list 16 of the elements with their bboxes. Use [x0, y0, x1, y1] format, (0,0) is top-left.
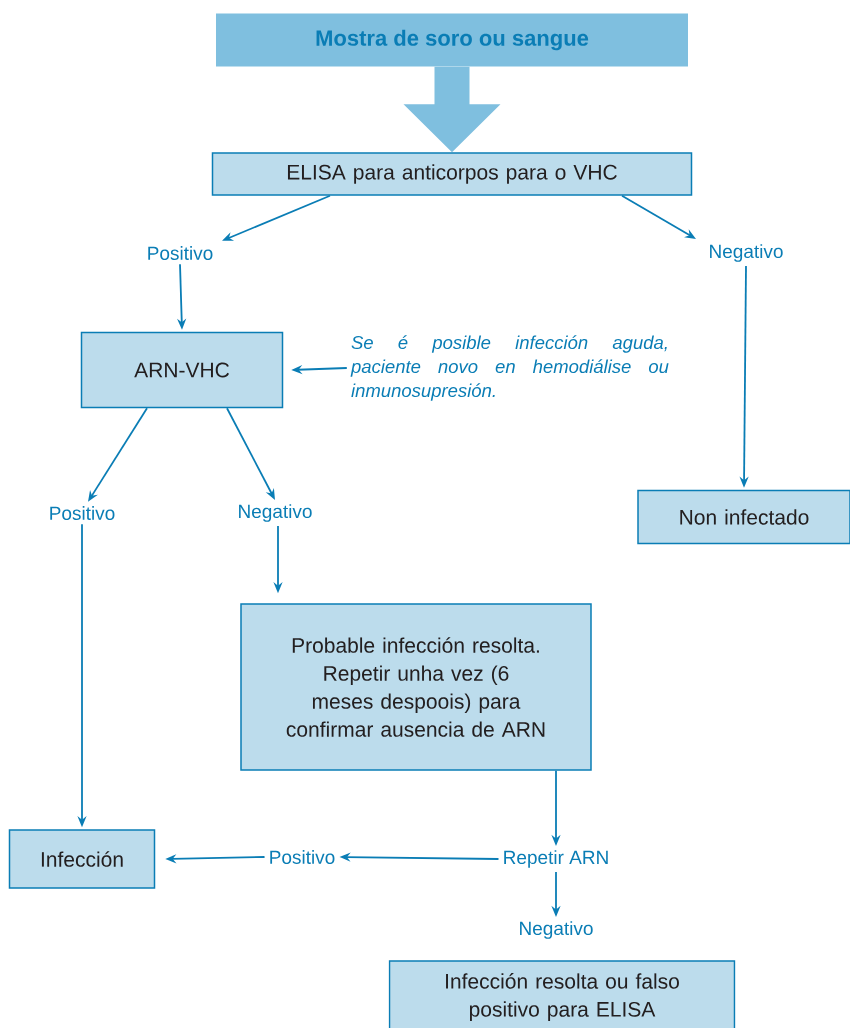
result-box: Non infectado: [637, 489, 850, 545]
branch-label: Negativo: [235, 502, 315, 524]
branch-label: Negativo: [516, 919, 596, 941]
branch-label: Positivo: [144, 244, 216, 262]
branch-label: Positivo: [266, 848, 338, 866]
result-box: Infección resolta ou falso positivo para ELISA: [388, 960, 736, 1028]
result-box: Infección: [8, 829, 156, 889]
process-box: ARN-VHC: [80, 331, 284, 409]
branch-label: Positivo: [46, 504, 118, 522]
process-box: Probable infección resolta. Repetir unha vez (6 meses despoois) para confirmar ausencia de ARN: [240, 603, 592, 771]
process-box: ELISA para anticorpos para o VHC: [211, 152, 693, 196]
note-text: Se é posible infección aguda, paciente novo en hemodiálise ou inmunosupresión.: [350, 335, 669, 401]
step-label: Repetir ARN: [500, 848, 612, 870]
header-band: Mostra de soro ou sangue: [216, 13, 688, 67]
block-arrow: [403, 66, 501, 153]
branch-label: Negativo: [706, 242, 786, 264]
